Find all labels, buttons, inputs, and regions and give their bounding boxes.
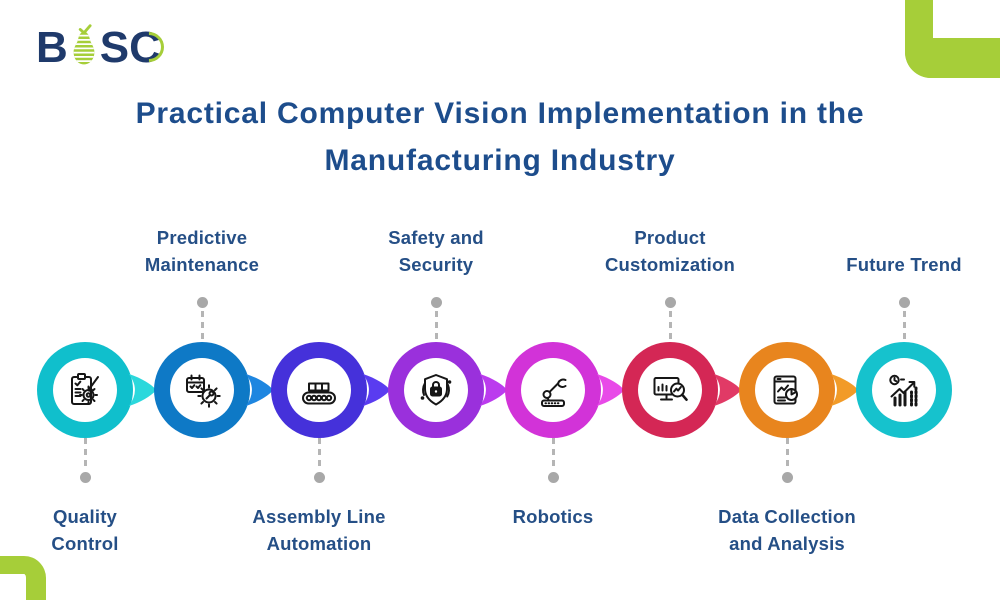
step-label: Assembly Line Automation bbox=[252, 506, 386, 554]
connector-line bbox=[200, 311, 204, 342]
logo-letter-b: B bbox=[36, 23, 68, 72]
step-circle bbox=[856, 342, 952, 438]
conveyor-belt-icon bbox=[302, 382, 336, 405]
connector-dot bbox=[196, 297, 208, 308]
step-future-trend: Future Trend Future Trend bbox=[834, 0, 974, 600]
logo-letter-s: S bbox=[99, 23, 130, 72]
connector-dot bbox=[898, 297, 910, 308]
corner-accent-top-right bbox=[905, 0, 1000, 78]
robot-arm-icon bbox=[541, 378, 567, 407]
step-circle bbox=[37, 342, 133, 438]
step-safety-and-security: Safety and Security Safety and Security bbox=[366, 0, 508, 600]
arrow-pointer-icon bbox=[479, 373, 508, 407]
step-assembly-line-automation: Assembly Line Automation Assembly Line A… bbox=[249, 0, 391, 600]
step-label: Robotics bbox=[512, 506, 594, 527]
connector-line bbox=[902, 311, 906, 342]
connector-dot bbox=[430, 297, 442, 308]
connector-line bbox=[551, 438, 555, 469]
step-label: Safety and Security bbox=[388, 227, 484, 275]
step-data-collection-and-analysis: Data Collection and Analysis Data Collec… bbox=[717, 0, 859, 600]
predictive-maintenance-icon bbox=[186, 374, 221, 408]
title-line-1: Practical Computer Vision Implementation… bbox=[135, 97, 865, 130]
step-label: Data Collection and Analysis bbox=[718, 506, 856, 554]
connector-dot bbox=[781, 472, 793, 483]
pear-icon bbox=[73, 24, 95, 65]
arrow-pointer-icon bbox=[362, 373, 391, 407]
step-product-customization: Product Customization Product Customizat… bbox=[600, 0, 742, 600]
arrow-pointer-icon bbox=[245, 373, 274, 407]
title-line-2: Manufacturing Industry bbox=[324, 144, 676, 177]
step-circle bbox=[739, 342, 835, 438]
bosc-logo: B S C bbox=[36, 20, 161, 76]
connector-dot bbox=[79, 472, 91, 483]
step-label: Quality Control bbox=[51, 506, 119, 554]
step-quality-control: Quality Control Quality Control bbox=[15, 0, 157, 600]
connector-line bbox=[83, 438, 87, 469]
connector-dot bbox=[313, 472, 325, 483]
trend-forecast-icon bbox=[889, 374, 918, 407]
arrow-pointer-icon bbox=[128, 373, 157, 407]
connector-dot bbox=[664, 297, 676, 308]
step-robotics: Robotics Robotics bbox=[483, 0, 625, 600]
step-label: Product Customization bbox=[604, 227, 736, 275]
arrow-pointer-icon bbox=[596, 373, 625, 407]
security-shield-icon bbox=[420, 374, 452, 406]
step-circle bbox=[622, 342, 718, 438]
connector-line bbox=[317, 438, 321, 469]
step-label: Future Trend bbox=[846, 254, 962, 275]
arrow-pointer-icon bbox=[713, 373, 742, 407]
logo-letter-c: C bbox=[129, 23, 161, 72]
step-label: Predictive Maintenance bbox=[144, 227, 260, 275]
step-circle bbox=[388, 342, 484, 438]
step-predictive-maintenance: Predictive Maintenance Predictive Mainte… bbox=[132, 0, 274, 600]
page-title: Practical Computer Vision Implementation… bbox=[0, 90, 1000, 184]
connector-line bbox=[434, 311, 438, 342]
charts-report-icon bbox=[773, 375, 798, 405]
step-circle bbox=[154, 342, 250, 438]
connector-line bbox=[668, 311, 672, 342]
arrow-pointer-icon bbox=[830, 373, 859, 407]
step-circle bbox=[505, 342, 601, 438]
connector-dot bbox=[547, 472, 559, 483]
quality-control-icon bbox=[71, 373, 99, 405]
step-circle bbox=[271, 342, 367, 438]
corner-accent-bottom-left bbox=[0, 556, 46, 600]
monitor-magnifier-icon bbox=[653, 377, 688, 401]
connector-line bbox=[785, 438, 789, 469]
